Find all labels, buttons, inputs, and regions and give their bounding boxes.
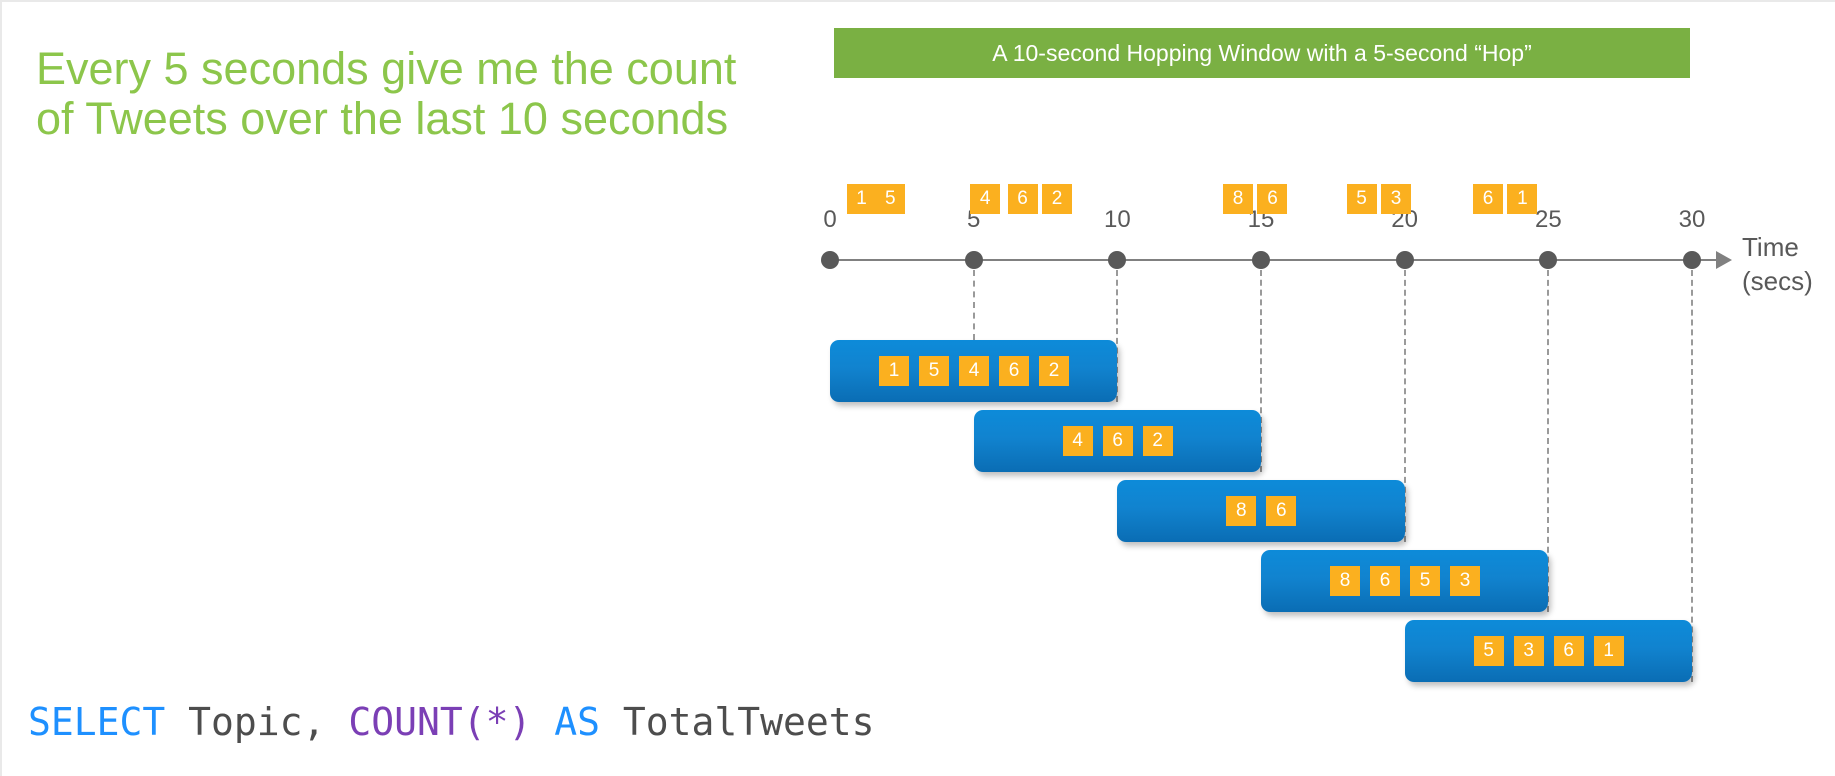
axis-tick-label: 30 <box>1678 206 1706 233</box>
sql-line-1: SELECT Topic, COUNT(*) AS TotalTweets <box>28 694 1058 751</box>
window-chip: 6 <box>1266 496 1297 526</box>
window-chip: 8 <box>1226 496 1257 526</box>
banner-title: A 10-second Hopping Window with a 5-seco… <box>834 28 1690 78</box>
window-chip: 6 <box>999 356 1029 386</box>
sql-token-plain: Topic, <box>165 700 349 744</box>
window-chip: 2 <box>1039 356 1069 386</box>
axis-tick-dot <box>1108 251 1127 269</box>
window-chip: 3 <box>1450 566 1480 596</box>
timeline-event-chip: 2 <box>1041 184 1072 214</box>
timeline-event-chip: 3 <box>1381 184 1412 214</box>
axis-tick-dot <box>1395 251 1414 269</box>
axis-arrow-icon <box>1716 251 1732 269</box>
axis-tick-label: 10 <box>1103 206 1131 233</box>
timeline-event-chip: 1 <box>846 184 877 214</box>
sql-token-plain: TotalTweets <box>600 700 875 744</box>
sql-token-plain <box>531 700 554 744</box>
timeline-event-chip: 5 <box>1346 184 1377 214</box>
sql-token-kw: SELECT <box>28 700 166 744</box>
timeline-event-chip: 6 <box>1472 184 1503 214</box>
window-chip: 5 <box>1473 636 1504 666</box>
axis-guide-line <box>1403 270 1406 542</box>
window-chip: 1 <box>1593 636 1624 666</box>
axis-guide-line <box>1691 270 1693 682</box>
window-chip: 8 <box>1330 566 1360 596</box>
axis-tick-dot <box>1539 251 1558 269</box>
axis-tick-label: 25 <box>1534 206 1562 233</box>
sql-token-fn: COUNT(*) <box>348 700 532 744</box>
axis-guide-line <box>972 270 975 340</box>
timeline-event-chip: 5 <box>875 184 906 214</box>
axis-tick-label: 15 <box>1247 206 1275 233</box>
axis-tick-label: 5 <box>966 206 981 233</box>
axis-guide-line <box>1547 270 1550 612</box>
window-chip: 5 <box>919 356 949 386</box>
window-chip: 6 <box>1370 566 1400 596</box>
axis-tick-label: 20 <box>1391 206 1419 233</box>
window-chip: 3 <box>1513 636 1544 666</box>
axis-title-line1: Time <box>1742 232 1799 262</box>
window-chip: 2 <box>1142 426 1173 456</box>
banner-label: A 10-second Hopping Window with a 5-seco… <box>992 39 1532 66</box>
page-title: Every 5 seconds give me the count of Twe… <box>36 43 737 144</box>
axis-title-line2: (secs) <box>1742 266 1813 296</box>
window-chip: 6 <box>1102 426 1133 456</box>
window-chip: 4 <box>1062 426 1093 456</box>
timeline-event-chip: 1 <box>1507 184 1538 214</box>
timeline-event-chip: 4 <box>970 184 1001 214</box>
axis-tick-dot <box>1683 251 1701 269</box>
axis-tick-label: 0 <box>823 206 837 233</box>
axis-guide-line <box>1116 270 1119 402</box>
window-chip: 4 <box>959 356 989 386</box>
sql-token-kw: AS <box>554 700 600 744</box>
window-chip: 5 <box>1410 566 1440 596</box>
window-chip: 1 <box>879 356 909 386</box>
axis-tick-dot <box>1252 251 1270 269</box>
axis-line <box>830 259 1720 261</box>
sql-query: SELECT Topic, COUNT(*) AS TotalTweets FR… <box>28 580 1058 776</box>
timeline-event-chip: 6 <box>1007 184 1038 214</box>
window-chip: 6 <box>1553 636 1584 666</box>
axis-tick-dot <box>964 251 983 269</box>
timeline-event-chip: 6 <box>1257 184 1288 214</box>
timeline-event-chip: 8 <box>1223 184 1253 214</box>
axis-title: Time (secs) <box>1742 230 1813 298</box>
axis-guide-line <box>1260 270 1262 472</box>
axis-tick-dot <box>821 251 839 269</box>
